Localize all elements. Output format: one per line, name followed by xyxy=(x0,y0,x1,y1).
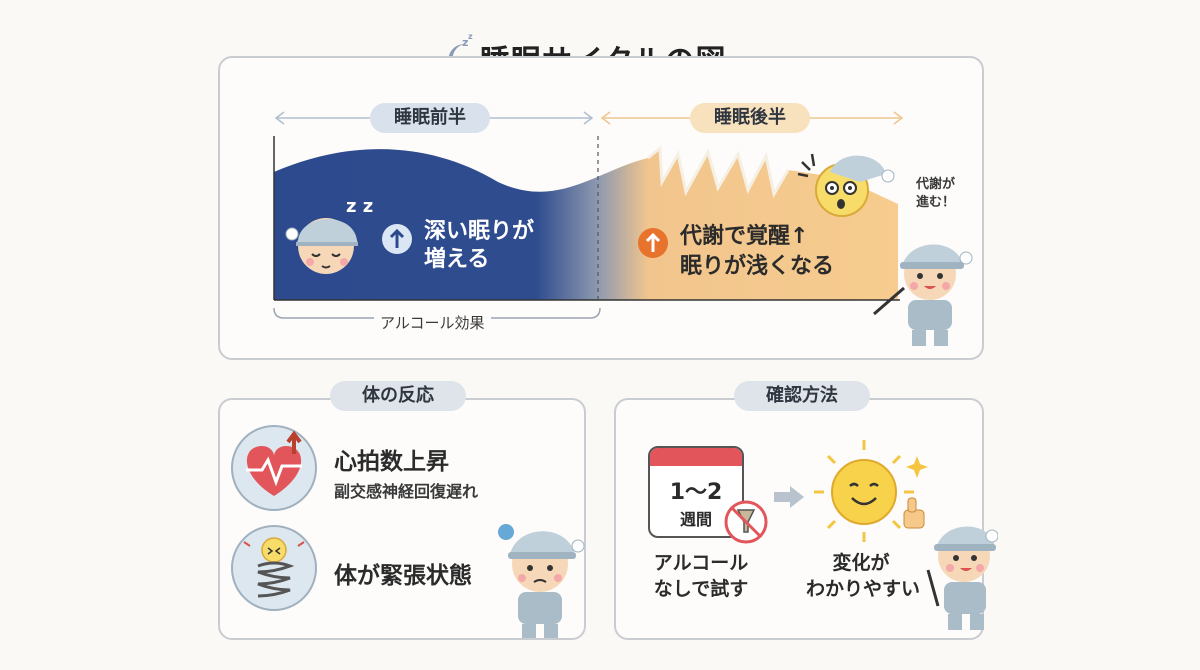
deep-sleep-line1: 深い眠りが xyxy=(424,219,535,244)
heart-rate-icon xyxy=(231,425,317,511)
calendar-range: 1〜2 xyxy=(669,480,723,505)
metabolism-line2: 眠りが浅くなる xyxy=(680,254,835,279)
right-arrow-icon xyxy=(774,486,804,508)
result-line2: わかりやすい xyxy=(806,578,921,600)
tension-spring-icon xyxy=(231,525,317,611)
try-line1: アルコール xyxy=(653,552,749,574)
sleep-mark: z z xyxy=(346,196,374,217)
calendar-header xyxy=(650,448,742,466)
item1-title: 心拍数上昇 xyxy=(334,449,449,475)
check-method-label: 確認方法 xyxy=(734,381,870,411)
pointing-kid-icon xyxy=(926,526,998,630)
svg-text:z: z xyxy=(468,32,473,41)
sleeping-face-icon xyxy=(285,218,358,274)
speech-bubble: 代謝が 進む！ xyxy=(916,176,955,212)
surprised-face-icon xyxy=(797,153,895,217)
try-line2: なしで試す xyxy=(653,578,749,600)
metabolism-text: 代謝で覚醒↑ 眠りが浅くなる xyxy=(680,222,834,282)
calendar-unit: 週間 xyxy=(679,510,712,529)
result-line1: 変化が xyxy=(832,552,890,574)
try-text: アルコール なしで試す xyxy=(646,550,756,602)
metabolism-arrow: ↑ xyxy=(790,224,809,249)
teacher-kid-icon xyxy=(873,244,973,346)
no-alcohol-icon xyxy=(724,500,768,544)
calendar-icon: 1〜2 週間 xyxy=(648,446,744,538)
happy-sun-icon xyxy=(814,440,928,542)
svg-text:z: z xyxy=(462,36,468,49)
result-text: 変化が わかりやすい xyxy=(806,550,921,602)
deep-sleep-text: 深い眠りが 増える xyxy=(424,218,534,274)
body-reaction-label: 体の反応 xyxy=(330,381,466,411)
first-half-label: 睡眠前半 xyxy=(370,103,490,133)
bubble-line1: 代謝が xyxy=(916,177,956,192)
item2-title: 体が緊張状態 xyxy=(334,563,472,589)
sleep-depth-graph xyxy=(273,136,900,301)
deep-sleep-line2: 増える xyxy=(424,247,490,272)
arrow-up-orange-icon xyxy=(638,228,668,258)
alcohol-effect-label: アルコール効果 xyxy=(374,312,491,333)
worried-kid-icon xyxy=(498,524,585,638)
item1-sub: 副交感神経回復遅れ xyxy=(334,482,479,501)
bubble-line2: 進む！ xyxy=(916,195,956,210)
metabolism-line1: 代謝で覚醒 xyxy=(680,224,791,249)
arrow-up-circle-icon xyxy=(382,224,412,254)
second-half-label: 睡眠後半 xyxy=(690,103,810,133)
